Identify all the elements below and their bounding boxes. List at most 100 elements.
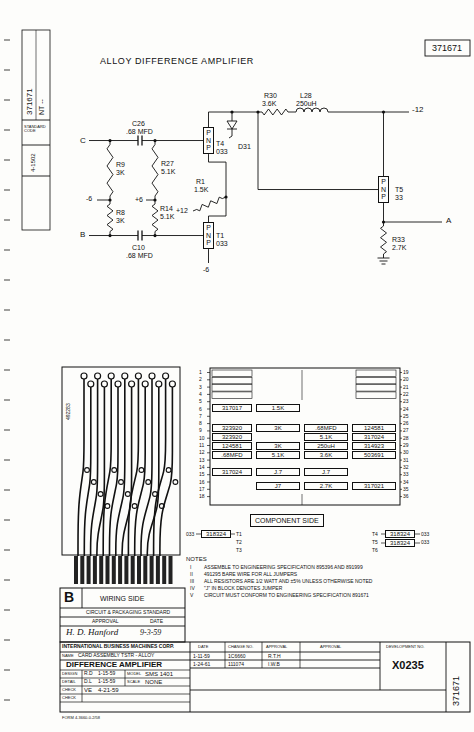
component-box: 318324 bbox=[201, 530, 231, 538]
edge-contact bbox=[80, 556, 84, 584]
label-text: 033 bbox=[421, 532, 429, 537]
margin-tick bbox=[4, 430, 10, 431]
label-text: 24 bbox=[403, 407, 409, 412]
inductor-symbol bbox=[292, 108, 332, 112]
label-text: 111074 bbox=[228, 662, 244, 667]
margin-tick bbox=[4, 70, 10, 71]
label-text: V bbox=[190, 593, 193, 598]
component-box: .68MFD bbox=[304, 424, 348, 432]
label-text: 1 bbox=[199, 370, 202, 375]
resistor-symbol bbox=[152, 200, 158, 236]
pin-lead bbox=[400, 496, 402, 497]
box-text: J.7 bbox=[306, 469, 346, 475]
label-text: T4 bbox=[216, 140, 224, 147]
label-text: T2 bbox=[236, 540, 242, 545]
pin-lead bbox=[207, 445, 210, 446]
diode-symbol bbox=[227, 121, 237, 129]
component-box: 317021 bbox=[352, 482, 396, 490]
circuit-trace bbox=[122, 384, 132, 556]
table-rule bbox=[60, 694, 190, 695]
label-text: CARD ASSEMBLY TSTR - ALLOY bbox=[78, 653, 154, 658]
label-text: +12 bbox=[176, 207, 188, 214]
wire bbox=[332, 112, 409, 113]
label-text: 1C6660 bbox=[228, 654, 246, 659]
circuit-trace bbox=[135, 384, 146, 556]
label-text: 3K bbox=[116, 169, 125, 176]
box-text: 2.7K bbox=[306, 483, 346, 489]
pin-lead bbox=[207, 438, 210, 439]
edge-contact bbox=[137, 556, 141, 584]
label-text: 13 bbox=[199, 458, 205, 463]
pin-lead bbox=[207, 379, 210, 380]
schematic bbox=[89, 108, 442, 264]
resistor-symbol bbox=[193, 197, 226, 211]
edge-contact bbox=[156, 556, 160, 584]
capacitor-symbol bbox=[137, 136, 138, 146]
label-text: DETAIL bbox=[62, 680, 76, 684]
pin-lead bbox=[400, 394, 402, 395]
component-box: 317017 bbox=[212, 404, 252, 412]
label-text: R27 bbox=[161, 160, 174, 167]
table-rule bbox=[82, 670, 83, 702]
label-text: 14 bbox=[199, 465, 205, 470]
wire bbox=[190, 642, 191, 712]
margin-tick bbox=[4, 670, 10, 671]
resistor-symbol bbox=[381, 222, 387, 258]
wire bbox=[383, 112, 384, 176]
pin-lead bbox=[400, 416, 402, 417]
label-text: -6 bbox=[86, 195, 92, 202]
component-side-layout bbox=[196, 368, 420, 543]
component-box: 314923 bbox=[352, 442, 396, 450]
label-text: DATE bbox=[198, 645, 208, 649]
pin-lead bbox=[400, 482, 402, 483]
label-text: 4 bbox=[199, 392, 202, 397]
label-text: 371671 bbox=[452, 676, 461, 706]
margin-tick bbox=[4, 370, 10, 371]
component-box: 503691 bbox=[352, 451, 396, 459]
label-text: 11 bbox=[199, 443, 204, 448]
box-text: .68MFD bbox=[214, 452, 250, 458]
table-rule bbox=[262, 642, 263, 668]
pin-lead bbox=[400, 423, 402, 424]
circuit-trace bbox=[154, 376, 166, 556]
transistor-box: PNP bbox=[378, 176, 389, 203]
component-box: 317024 bbox=[212, 468, 252, 476]
pin-lead bbox=[207, 482, 210, 483]
label-text: IV bbox=[190, 586, 195, 591]
table-rule bbox=[125, 670, 126, 686]
label-text: R33 bbox=[392, 236, 405, 243]
label-text: FORM 4-3660-0-2/58 bbox=[62, 716, 100, 720]
label-text: 33 bbox=[395, 194, 403, 201]
wiring-side-card bbox=[62, 367, 180, 584]
label-text: II bbox=[190, 572, 193, 577]
label-text: .68 MFD bbox=[126, 252, 153, 259]
label-text: 371671 bbox=[26, 88, 34, 115]
label-text: III bbox=[190, 579, 194, 584]
label-text: T4 bbox=[372, 532, 378, 537]
label-text: 12 bbox=[199, 450, 205, 455]
wire bbox=[82, 588, 83, 608]
edge-contact bbox=[150, 556, 154, 584]
pin-lead bbox=[400, 460, 402, 461]
label-text: ASSEMBLE TO ENGINEERING SPECIFICATION 89… bbox=[204, 565, 363, 570]
label-text: C26 bbox=[132, 120, 145, 127]
table-rule bbox=[300, 642, 301, 668]
component-box: 3K bbox=[256, 424, 300, 432]
pin-lead bbox=[400, 379, 402, 380]
box-text: 323920 bbox=[214, 425, 250, 431]
margin-tick bbox=[4, 610, 10, 611]
component-box: 3.6K bbox=[304, 451, 348, 459]
label-text: WIRING SIDE bbox=[100, 595, 144, 602]
pin-lead bbox=[400, 489, 402, 490]
pin-lead bbox=[231, 534, 235, 535]
label-text: 491295 BARE WIRE FOR ALL JUMPERS bbox=[204, 572, 297, 577]
label-text: 033 bbox=[421, 540, 429, 545]
label-text: R14 bbox=[160, 205, 173, 212]
sheet-frame bbox=[4, 30, 470, 700]
pin-lead bbox=[400, 401, 402, 402]
label-text: 9 bbox=[199, 428, 202, 433]
label-text: 2 bbox=[199, 377, 202, 382]
center-line bbox=[302, 494, 303, 505]
transistor-box: PNP bbox=[203, 222, 214, 249]
wire bbox=[380, 642, 381, 690]
